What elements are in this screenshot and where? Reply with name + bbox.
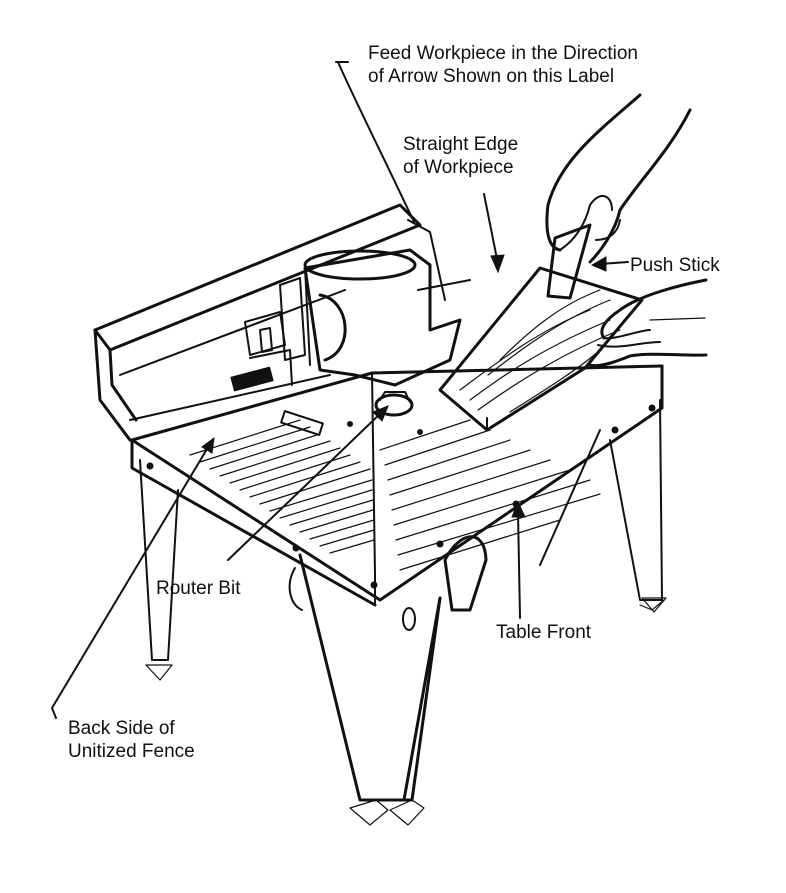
hands (547, 95, 706, 366)
workpiece (440, 268, 642, 430)
table-legs (140, 400, 666, 825)
back-side-fence-label: Back Side of Unitized Fence (68, 717, 195, 763)
straight-edge-label: Straight Edge of Workpiece (403, 133, 518, 179)
table-front-label: Table Front (496, 621, 591, 644)
leader-lines (52, 62, 628, 718)
router-bit-label: Router Bit (156, 577, 240, 600)
push-stick-label: Push Stick (630, 254, 720, 277)
feed-direction-label: Feed Workpiece in the Direction of Arrow… (368, 42, 638, 88)
push-stick (548, 225, 590, 298)
